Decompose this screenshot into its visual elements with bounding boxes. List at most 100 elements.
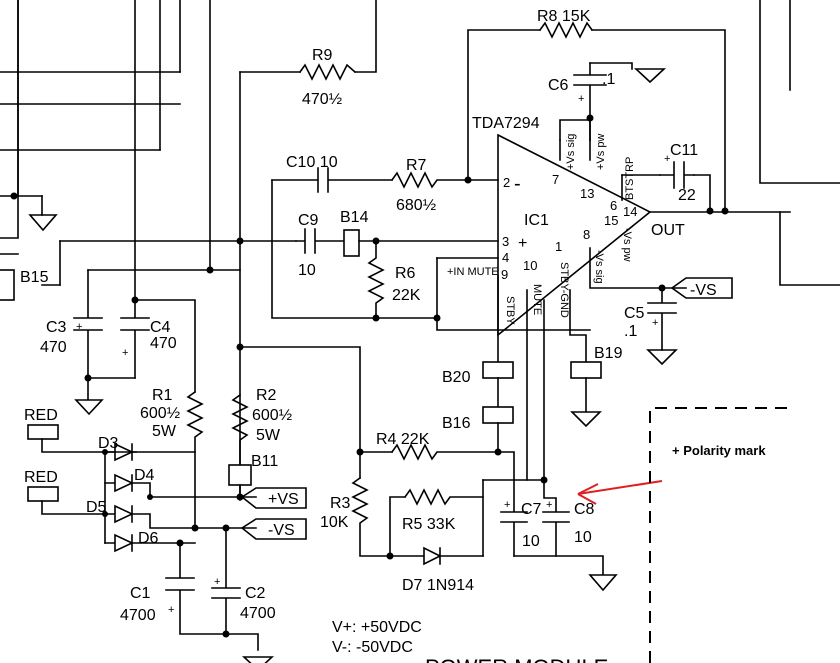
r2-resistor (231, 393, 249, 466)
svg-text:BTSTRP: BTSTRP (624, 157, 636, 200)
c1-label: C1 (130, 585, 151, 602)
r2-label: R2 (256, 387, 277, 404)
c4-value: 470 (150, 335, 177, 352)
d3-label: D3 (98, 435, 119, 452)
svg-text:+: + (168, 604, 174, 616)
r7-resistor (390, 171, 469, 189)
svg-text:6: 6 (610, 198, 617, 213)
b16-label: B16 (442, 415, 471, 432)
svg-text:-Vs pw: -Vs pw (621, 228, 633, 262)
r2-power: 5W (256, 427, 281, 444)
vplus-note: V+: +50VDC (332, 619, 422, 636)
r8-label: R8 15K (537, 8, 591, 25)
svg-text:2: 2 (503, 175, 510, 190)
polarity-note: + Polarity mark (672, 443, 766, 458)
svg-text:+: + (504, 499, 510, 511)
c4-label: C4 (150, 319, 171, 336)
svg-text:+: + (546, 499, 552, 511)
r5-label: R5 33K (402, 516, 456, 533)
r4-label: R4 22K (376, 431, 430, 448)
ic-pin-names: +Vs sig +Vs pw BTSTRP -Vs pw -Vs sig +IN… (447, 134, 636, 326)
c2-value: 4700 (240, 605, 276, 622)
c6-label: C6 (548, 77, 569, 94)
r6-label: R6 (395, 265, 416, 282)
c3-label: C3 (46, 319, 67, 336)
svg-text:1: 1 (555, 239, 562, 254)
left-bus-wires (0, 0, 377, 501)
r9-resistor (298, 63, 357, 81)
svg-text:8: 8 (583, 227, 590, 242)
svg-text:+: + (664, 153, 670, 165)
c9-value: 10 (298, 262, 316, 279)
svg-text:3: 3 (502, 234, 509, 249)
c7-label: C7 (521, 501, 542, 518)
vminus-note: V-: -50VDC (332, 639, 413, 656)
r9-value: 470½ (302, 91, 342, 108)
svg-text:14: 14 (623, 204, 637, 219)
r1-label: R1 (152, 387, 173, 404)
svg-text:+: + (122, 347, 128, 359)
r5-resistor (403, 488, 484, 506)
d5-label: D5 (86, 499, 107, 516)
r2-value: 600½ (252, 407, 292, 424)
b15-box (0, 269, 15, 301)
c6-value: .1 (602, 71, 615, 88)
c8-label: C8 (574, 501, 595, 518)
c11-label: C11 (670, 142, 698, 159)
red2-label: RED (24, 469, 58, 486)
b14-box (343, 229, 360, 257)
b14-label: B14 (340, 209, 369, 226)
svg-text:MUTE: MUTE (531, 284, 543, 315)
b19-label: B19 (594, 345, 623, 362)
svg-text:+: + (76, 321, 82, 333)
r1-power: 5W (152, 423, 177, 440)
c5-label: C5 (624, 305, 645, 322)
r1-resistor (186, 390, 204, 531)
c1-value: 4700 (120, 607, 156, 624)
svg-text:4: 4 (502, 250, 509, 265)
ic-minus: - (514, 173, 521, 195)
d4-label: D4 (134, 467, 155, 484)
svg-text:+: + (214, 576, 220, 588)
r6-value: 22K (392, 287, 421, 304)
d7-diode (389, 546, 484, 566)
red1-box (27, 424, 59, 440)
ic-plus: + (518, 235, 527, 252)
r3-resistor (351, 476, 391, 557)
module-title: POWER MODULE (425, 655, 608, 663)
red1-label: RED (24, 407, 58, 424)
c11-capacitor (659, 161, 695, 189)
r6-resistor (367, 240, 385, 319)
c3-value: 470 (40, 339, 67, 356)
svg-text:+Vs sig: +Vs sig (565, 134, 577, 170)
svg-text:-Vs sig: -Vs sig (593, 250, 605, 284)
r7-value: 680½ (396, 197, 436, 214)
svg-text:+IN MUTE: +IN MUTE (447, 266, 499, 278)
c6-plus: + (578, 93, 584, 105)
ic-triangle (497, 133, 652, 337)
svg-text:7: 7 (552, 172, 559, 187)
svg-text:15: 15 (604, 213, 618, 228)
d7-label: D7 1N914 (402, 577, 474, 594)
c8-value: 10 (574, 529, 592, 546)
r1-value: 600½ (140, 405, 180, 422)
vs-neg2-label: -VS (268, 522, 295, 539)
vs-neg2-tag (240, 518, 307, 540)
c2-label: C2 (245, 585, 266, 602)
out-label: OUT (651, 222, 685, 239)
vs-pos-tag (240, 487, 307, 509)
b11-box (228, 464, 252, 486)
c9-capacitor (295, 228, 345, 254)
c5-value: .1 (624, 323, 637, 340)
b20-label: B20 (442, 369, 471, 386)
c10-label: C10 10 (286, 154, 338, 171)
r4-resistor (390, 443, 515, 481)
b11-label: B11 (251, 453, 278, 470)
b16-box (482, 406, 514, 424)
vs-neg-label: -VS (690, 282, 717, 299)
c9-label: C9 (298, 212, 319, 229)
ic-name: TDA7294 (472, 115, 540, 132)
module-border (649, 407, 790, 663)
r3-value: 10K (320, 514, 349, 531)
